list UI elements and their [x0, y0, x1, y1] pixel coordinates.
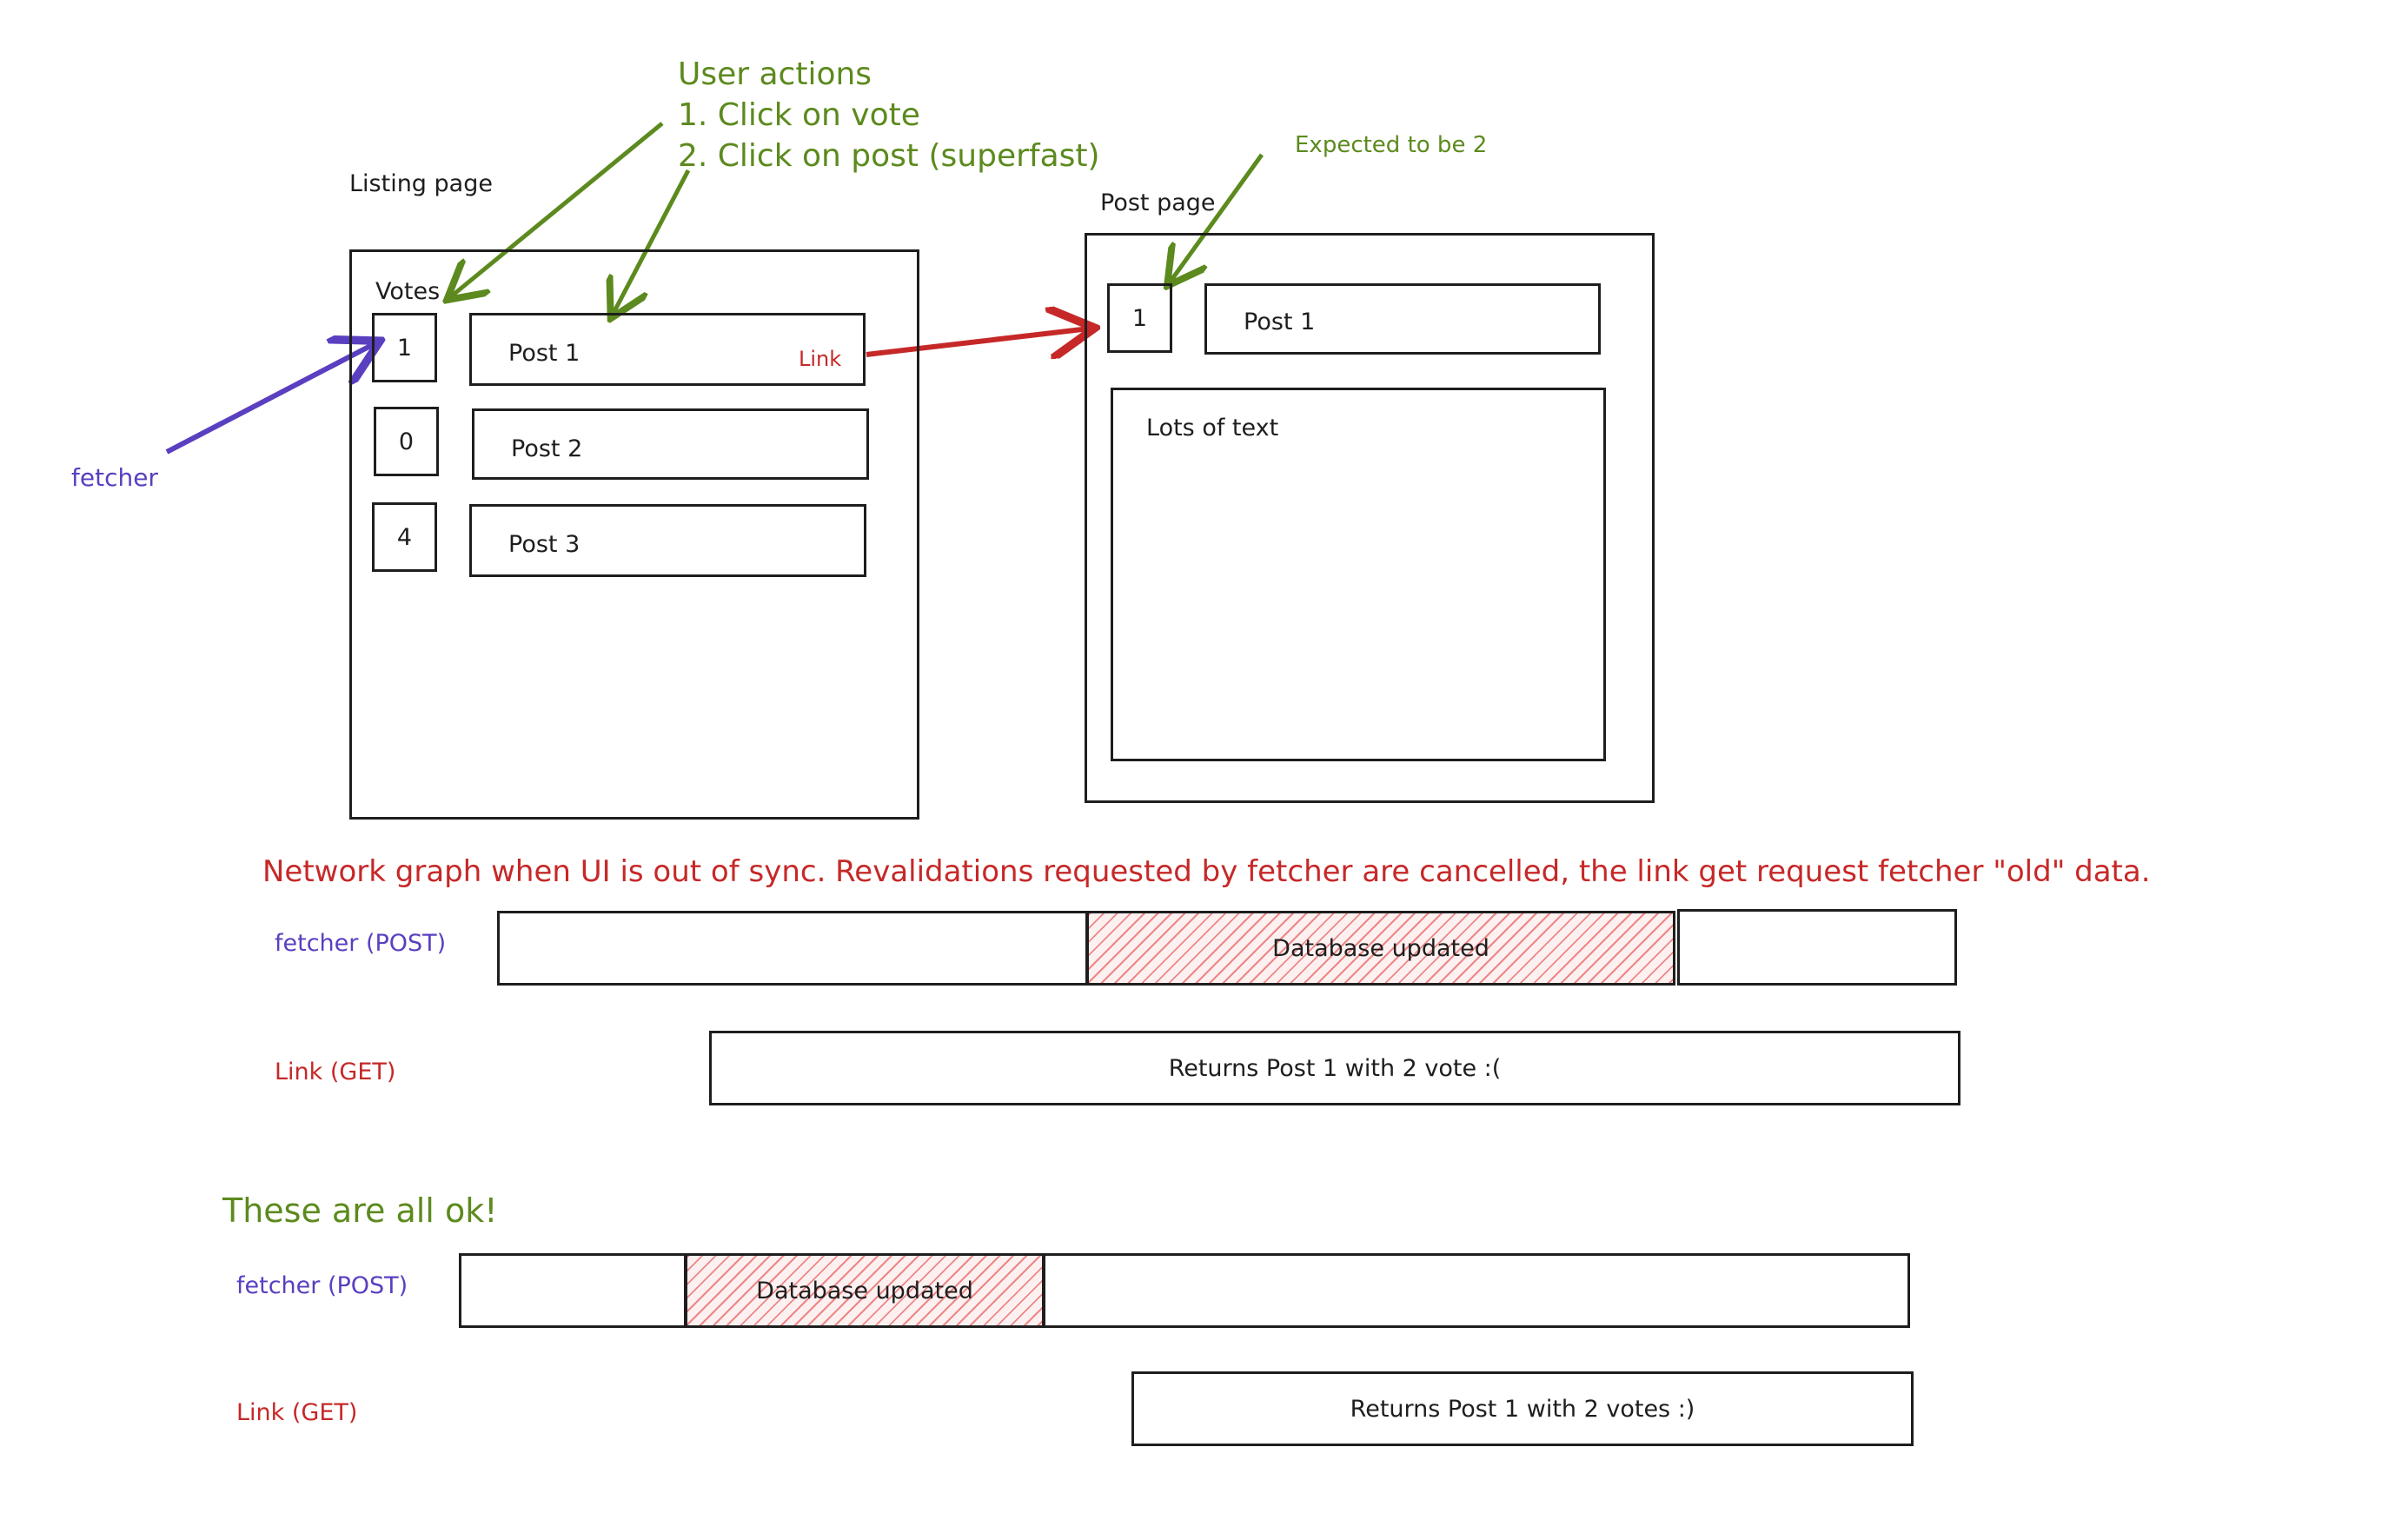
- post-page-vote-count[interactable]: 1: [1107, 283, 1172, 353]
- vote-count-post-3[interactable]: 4: [372, 502, 437, 572]
- user-action-1: 1. Click on vote: [678, 97, 920, 133]
- out-of-sync-heading: Network graph when UI is out of sync. Re…: [262, 854, 2151, 889]
- votes-header: Votes: [375, 278, 441, 305]
- out-of-sync-link-label: Link (GET): [275, 1059, 396, 1085]
- out-of-sync-fetcher-db-updated: Database updated: [1086, 911, 1675, 986]
- arrow-expected: [1170, 153, 1264, 282]
- post-1-title: Post 1: [508, 340, 581, 367]
- ok-case-fetcher-end: [1043, 1253, 1910, 1328]
- post-2-row[interactable]: Post 2: [472, 408, 869, 480]
- out-of-sync-link-bar: Returns Post 1 with 2 vote :(: [709, 1031, 1960, 1105]
- out-of-sync-fetcher-start: [497, 911, 1088, 986]
- arrow-fetcher: [165, 343, 375, 455]
- ok-case-heading: These are all ok!: [222, 1192, 498, 1230]
- post-page-title: Post page: [1100, 189, 1216, 216]
- post-page-post-title-box: Post 1: [1204, 283, 1601, 355]
- vote-count-post-2[interactable]: 0: [374, 407, 439, 476]
- fetcher-annotation: fetcher: [71, 463, 158, 492]
- link-label: Link: [799, 347, 842, 371]
- arrow-vote-action: [450, 122, 664, 297]
- arrow-link: [866, 329, 1090, 355]
- post-page-frame: [1085, 233, 1655, 803]
- ok-case-link-bar: Returns Post 1 with 2 votes :): [1131, 1371, 1914, 1446]
- ok-case-fetcher-db-updated: Database updated: [685, 1253, 1045, 1328]
- post-2-title: Post 2: [511, 435, 583, 462]
- ok-case-fetcher-label: fetcher (POST): [236, 1272, 408, 1299]
- post-3-title: Post 3: [508, 531, 581, 558]
- post-page-body-text: Lots of text: [1146, 415, 1279, 441]
- arrow-post-action: [613, 169, 691, 315]
- ok-case-link-label: Link (GET): [236, 1399, 358, 1426]
- post-page-body: Lots of text: [1111, 388, 1606, 761]
- listing-page-frame: [349, 249, 919, 820]
- user-action-2: 2. Click on post (superfast): [678, 138, 1100, 174]
- vote-count-post-1[interactable]: 1: [372, 313, 437, 382]
- out-of-sync-fetcher-end: [1677, 909, 1957, 986]
- expected-note: Expected to be 2: [1295, 132, 1488, 158]
- out-of-sync-fetcher-label: fetcher (POST): [275, 930, 447, 957]
- post-page-post-title: Post 1: [1244, 309, 1316, 335]
- user-actions-title: User actions: [678, 56, 872, 92]
- ok-case-fetcher-start: [459, 1253, 687, 1328]
- post-3-row[interactable]: Post 3: [469, 504, 866, 577]
- post-1-row[interactable]: Post 1 Link: [469, 313, 866, 386]
- listing-page-title: Listing page: [349, 170, 493, 197]
